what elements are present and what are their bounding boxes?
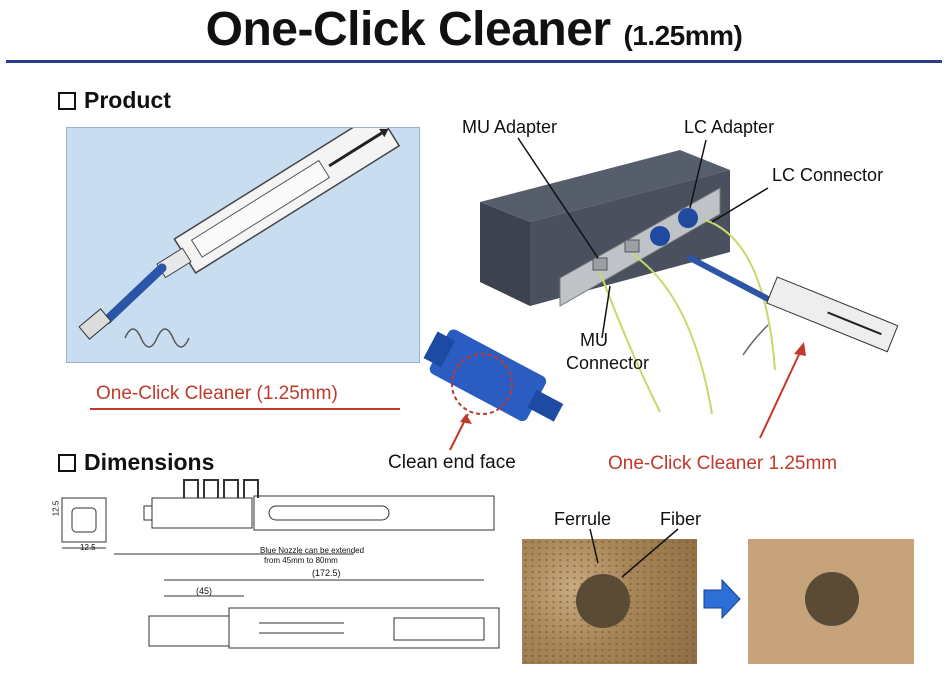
checkbox-icon <box>58 453 76 472</box>
title-sub: (1.25mm) <box>623 20 743 51</box>
photo-leader-lines <box>589 528 679 578</box>
product-image <box>66 110 420 363</box>
dim-width: 12.5 <box>80 543 96 552</box>
section-dimensions-label: Dimensions <box>84 449 215 475</box>
ferrule-before-photo <box>522 539 697 664</box>
label-mu-line2: Connector <box>566 353 650 373</box>
title-main: One-Click Cleaner <box>205 3 611 56</box>
checkbox-icon <box>58 91 76 110</box>
ferrule-after-photo <box>748 539 914 664</box>
fiber-core <box>576 574 630 628</box>
label-mu-line1: MU <box>580 330 608 350</box>
device-diagram <box>480 137 899 439</box>
section-dimensions: Dimensions <box>58 449 214 476</box>
dim-note-1: Blue Nozzle can be extended <box>260 546 365 555</box>
cleaner-illustration <box>78 110 401 348</box>
label-ferrule: Ferrule <box>554 509 612 529</box>
connector-closeup <box>423 329 564 451</box>
title-rule <box>6 60 942 63</box>
label-lc-connector: LC Connector <box>772 165 884 185</box>
section-product-label: Product <box>84 87 171 113</box>
label-fiber: Fiber <box>660 509 702 529</box>
product-caption-underline <box>90 408 400 410</box>
label-mu-adapter: MU Adapter <box>462 117 558 137</box>
page-title: One-Click Cleaner (1.25mm) <box>0 2 948 57</box>
label-clean-end-face: Clean end face <box>388 452 516 473</box>
diagram-cleaner-caption: One-Click Cleaner 1.25mm <box>608 453 838 474</box>
label-lc-adapter: LC Adapter <box>684 117 775 137</box>
dim-note-2: from 45mm to 80mm <box>264 556 338 565</box>
section-product: Product <box>58 87 171 114</box>
dim-nozzle: (45) <box>196 586 213 596</box>
fiber-core <box>805 572 859 626</box>
product-caption: One-Click Cleaner (1.25mm) <box>96 383 338 404</box>
right-arrow-icon <box>703 578 741 620</box>
dim-height: 12.5 <box>51 500 61 517</box>
dim-length: (172.5) <box>312 568 341 578</box>
dimension-drawing <box>61 479 500 649</box>
